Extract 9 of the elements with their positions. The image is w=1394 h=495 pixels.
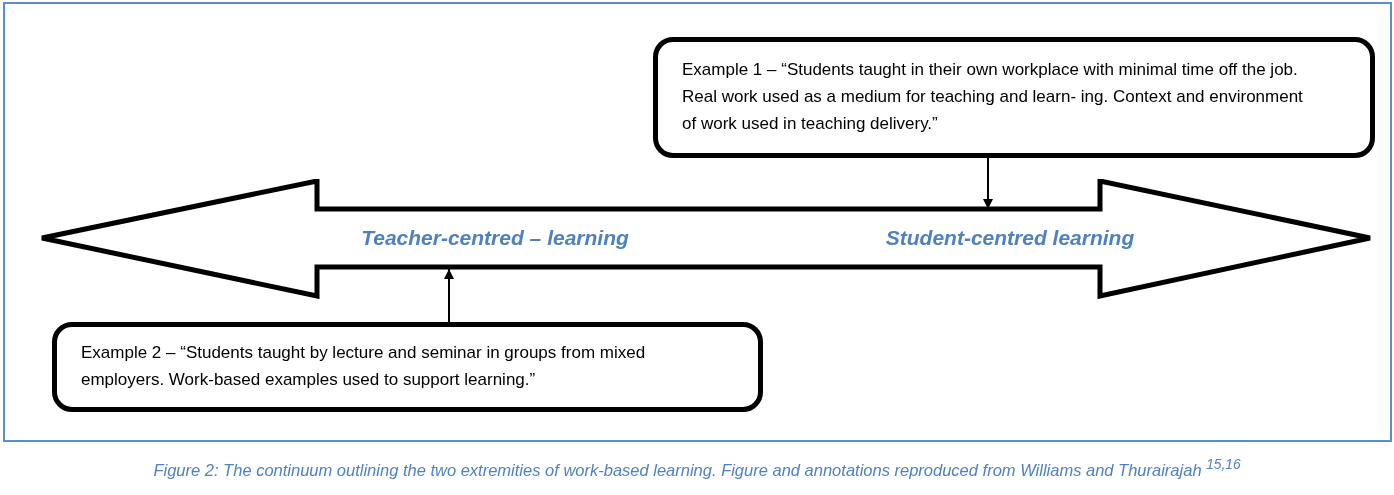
example-box (52, 322, 763, 412)
arrow-label: Student-centred learning (885, 226, 1135, 250)
arrow (444, 268, 454, 323)
double-arrow-shape (40, 179, 1373, 299)
figure-caption: Figure 2: The continuum outlining the two extremities of work-based learning. Figure and annotations reproduced from Williams and Thurairajah $^{15,16}$ (152, 456, 1242, 480)
example-text: Example 2 – “Students taught by lecture and seminar in groups from mixed employers. Work-based examples used to support learning.” (81, 342, 647, 391)
example-text: Example 1 – “Students taught in their own workplace with minimal time off the job. Real work used as a medium for teaching and learn- ing. Context and environment of work used in teaching delivery.” (682, 59, 1304, 135)
arrow-label: Teacher-centred – learning (361, 226, 629, 250)
example-box (653, 37, 1375, 158)
